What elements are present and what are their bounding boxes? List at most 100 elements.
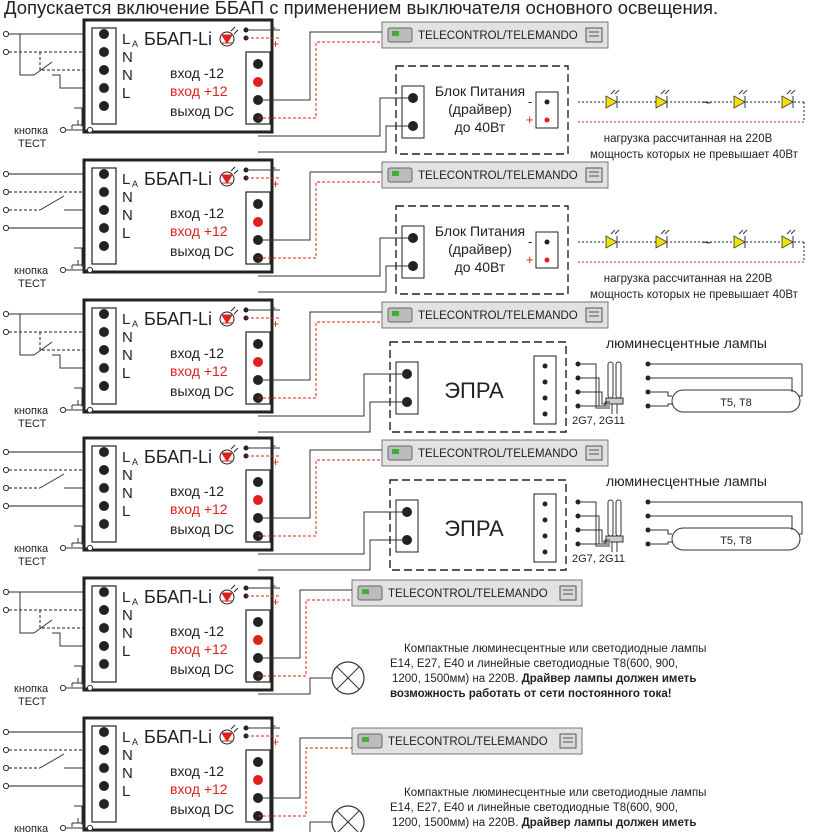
mains-terminal xyxy=(2,728,10,736)
psu-out-plus: + xyxy=(526,252,534,267)
page-header: Допускается включение ББАП с применением… xyxy=(4,0,719,18)
wire xyxy=(786,229,792,235)
led-triangle xyxy=(605,235,618,249)
lamp-base xyxy=(605,397,624,405)
wire xyxy=(578,363,610,409)
mains-terminal xyxy=(2,448,10,456)
status-plus: + xyxy=(272,735,279,749)
terminal-la-label: L xyxy=(122,311,130,328)
input-minus-label: вход -12 xyxy=(170,763,224,779)
wire xyxy=(233,29,239,35)
wire xyxy=(738,229,744,235)
wire xyxy=(233,169,239,175)
lamp-icon xyxy=(219,306,239,327)
terminal-l-label: L xyxy=(122,503,130,520)
lamp-tube-2 xyxy=(615,361,622,399)
terminal-dot xyxy=(253,217,263,227)
note-line3-a: 1200, 1500мм) на 220В. xyxy=(392,817,522,829)
telecontrol-module-icon xyxy=(387,167,413,183)
mains-terminal xyxy=(2,188,10,196)
telecontrol-led-icon xyxy=(392,171,399,176)
telecontrol-device-icon xyxy=(585,445,603,461)
wire xyxy=(19,34,34,76)
terminal-dot xyxy=(99,763,109,773)
telecontrol-box: TELECONTROL/TELEMANDO xyxy=(351,579,583,607)
mains-terminal xyxy=(2,606,10,614)
note-line3: 1200, 1500мм) на 220В. Драйвер лампы дол… xyxy=(392,673,696,685)
input-minus-label: вход -12 xyxy=(170,205,224,221)
mains-terminal xyxy=(86,406,94,414)
wire xyxy=(610,229,616,235)
input-plus-label: вход +12 xyxy=(170,501,228,517)
mains-terminal xyxy=(59,684,67,692)
note-line2: E14, E27, E40 и линейные светодиодные T8… xyxy=(390,658,678,670)
wire xyxy=(790,89,796,95)
telecontrol-label: TELECONTROL/TELEMANDO xyxy=(418,448,578,460)
wire xyxy=(648,515,793,530)
wire xyxy=(742,89,748,95)
wire xyxy=(258,181,382,259)
wire xyxy=(233,447,239,453)
psu-subtitle: (драйвер) xyxy=(448,241,512,257)
wire xyxy=(258,401,407,433)
wire xyxy=(258,171,382,241)
incandescent-lamp-icon xyxy=(331,805,365,832)
lamp-tube-1 xyxy=(607,361,614,399)
status-minus: - xyxy=(272,438,276,452)
junction-dot xyxy=(544,117,550,123)
test-button-label: кнопка xyxy=(14,125,49,137)
wire xyxy=(258,449,382,519)
terminal-dot xyxy=(99,83,109,93)
telecontrol-label: TELECONTROL/TELEMANDO xyxy=(388,588,548,600)
led-diode-icon xyxy=(781,229,796,249)
fluor-title: люминесцентные лампы xyxy=(606,473,767,489)
telecontrol-module-icon xyxy=(357,585,383,601)
wire xyxy=(648,363,803,397)
terminal-dot xyxy=(99,745,109,755)
psu-out-minus: - xyxy=(528,94,532,109)
telecontrol-label: TELECONTROL/TELEMANDO xyxy=(418,170,578,182)
wire xyxy=(19,592,34,634)
terminal-la-sub: A xyxy=(132,319,138,329)
led-load-line1: нагрузка рассчитанная на 220В xyxy=(604,133,773,145)
terminal-l-label: L xyxy=(122,643,130,660)
psu-out-minus: - xyxy=(528,234,532,249)
wire xyxy=(648,529,672,535)
terminal-dot xyxy=(253,357,263,367)
terminal-l-label: L xyxy=(122,365,130,382)
wire xyxy=(614,89,620,95)
junction-dot xyxy=(544,257,550,263)
terminal-dot xyxy=(99,169,109,179)
status-plus: + xyxy=(272,177,279,191)
wire xyxy=(337,810,360,832)
status-terminals: -+ xyxy=(246,160,280,191)
terminal-dot xyxy=(253,77,263,87)
terminal-dot xyxy=(253,775,263,785)
telecontrol-label: TELECONTROL/TELEMANDO xyxy=(388,736,548,748)
wire xyxy=(648,403,672,407)
power-supply: -+Блок Питания(драйвер)до 40Вт xyxy=(395,205,569,295)
led-triangle xyxy=(733,235,746,249)
test-button-label-2: ТЕСТ xyxy=(18,278,47,290)
terminal-dot xyxy=(253,495,263,505)
led-triangle xyxy=(605,95,618,109)
wire xyxy=(19,314,34,356)
psu-in-block xyxy=(401,225,425,279)
led-tilde: ~ xyxy=(702,95,711,112)
wire xyxy=(258,589,352,659)
junction-dot xyxy=(542,411,548,417)
socket-label: 2G7, 2G11 xyxy=(572,553,625,565)
telecontrol-led-icon xyxy=(362,737,369,742)
note-line2: E14, E27, E40 и линейные светодиодные T8… xyxy=(390,802,678,814)
fluor-title: люминесцентные лампы xyxy=(606,335,767,351)
epra-frame xyxy=(389,341,567,433)
output-dc-label: выход DC xyxy=(170,383,234,399)
test-button-label: кнопка xyxy=(14,265,49,277)
junction-dot xyxy=(542,517,548,523)
status-terminals: -+ xyxy=(246,20,280,51)
epra-label: ЭПРА xyxy=(444,378,504,403)
junction-dot xyxy=(544,239,550,245)
note-line1: Компактные люминесцентные или светодиодн… xyxy=(404,787,706,799)
